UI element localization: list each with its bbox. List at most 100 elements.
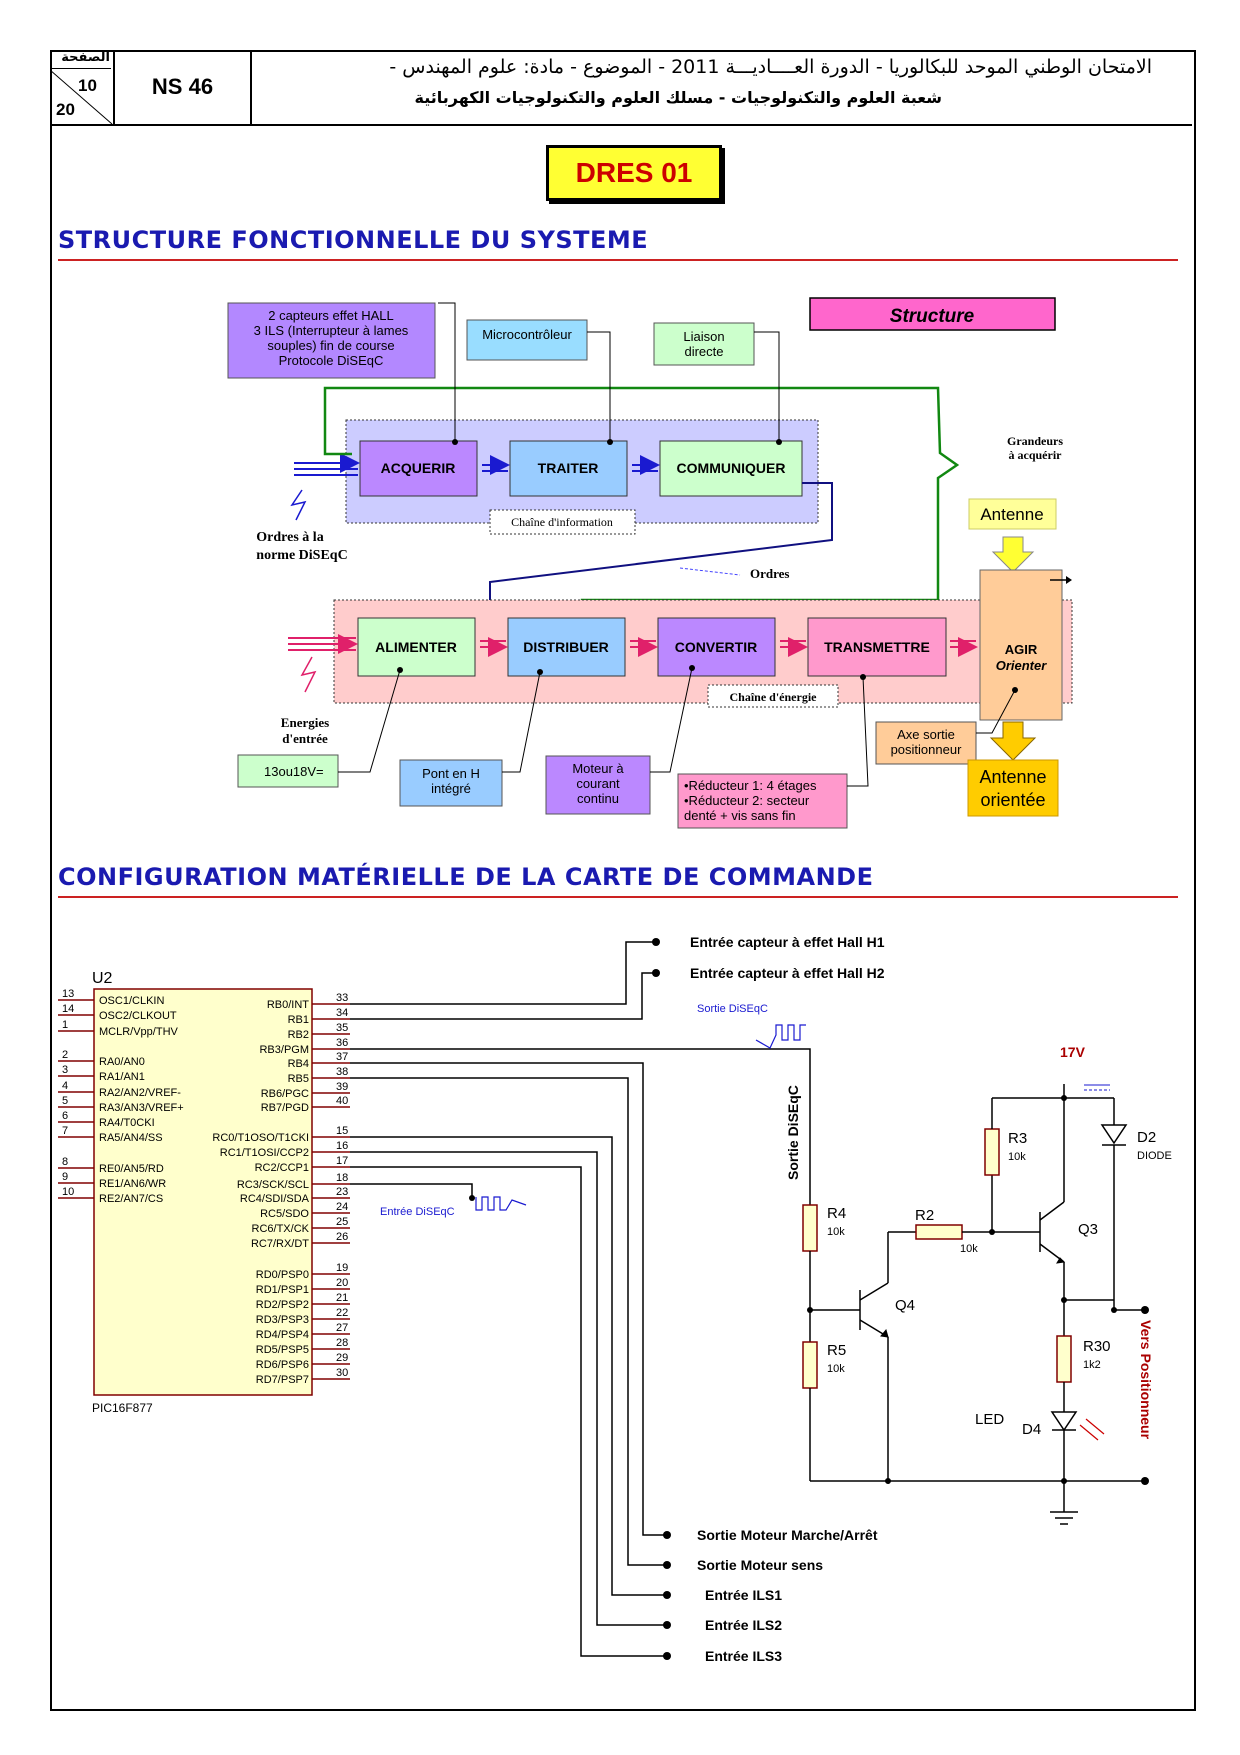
pin-name: RA3/AN3/VREF+ (99, 1102, 184, 1114)
note-liaison-line: Liaison (683, 329, 724, 344)
structure-label: Structure (890, 306, 975, 327)
block-agir (979, 569, 1063, 721)
block-traiter (509, 440, 628, 497)
exam-code: NS 46 (115, 50, 252, 124)
block-alimenter (357, 617, 476, 677)
antenne-orientee-box (967, 759, 1059, 817)
pin-number: 24 (336, 1201, 348, 1213)
pin-name: RA1/AN1 (99, 1071, 145, 1083)
sortie-diseqc-signal (755, 1024, 806, 1049)
pin-name: RA4/T0CKI (99, 1117, 155, 1129)
page-num: 10 (78, 76, 97, 95)
pin-name: RC1/T1OSI/CCP2 (220, 1147, 309, 1159)
block-transmettre-label: TRANSMETTRE (824, 639, 930, 655)
note-micro-text: Microcontrôleur (482, 327, 572, 342)
pin-number: 21 (336, 1292, 348, 1304)
pin-number: 2 (62, 1049, 68, 1061)
right-pins: 33RB0/INT34RB135RB236RB3/PGM37RB438RB539… (212, 992, 350, 1386)
pin-name: RD3/PSP3 (256, 1314, 309, 1326)
out-moteur-sens: Sortie Moteur sens (697, 1557, 823, 1573)
block-convertir-label: CONVERTIR (675, 639, 757, 655)
note-reducteur-line: •Réducteur 2: secteur (684, 793, 810, 808)
page-word: الصفحة (61, 50, 110, 65)
pin-name: RE2/AN7/CS (99, 1193, 163, 1205)
block-transmettre (807, 617, 947, 677)
section-title-config: CONFIGURATION MATÉRIELLE DE LA CARTE DE … (58, 863, 874, 891)
pin-name: RE1/AN6/WR (99, 1178, 166, 1190)
note-axe (875, 721, 977, 765)
pin-number: 25 (336, 1216, 348, 1228)
info-chain-label-box (489, 509, 636, 535)
header: الصفحة 10 20 NS 46 الامتحان الوطني الموح… (50, 50, 1192, 126)
entree-diseqc-signal (475, 1196, 527, 1211)
antenne-orientee-label: Antenne (979, 767, 1046, 787)
note-axe-line: positionneur (891, 742, 962, 757)
energies-label: Energies (281, 715, 329, 730)
r5-value: 10k (827, 1363, 845, 1375)
pin-number: 20 (336, 1277, 348, 1289)
pin-number: 40 (336, 1095, 348, 1107)
pin-number: 3 (62, 1064, 68, 1076)
block-agir-label: AGIR (1005, 642, 1038, 657)
pin-number: 18 (336, 1172, 348, 1184)
pin-name: RD2/PSP2 (256, 1299, 309, 1311)
header-line-2: شعبة العلوم والتكنولوجيات - مسلك العلوم … (414, 88, 943, 107)
energy-chain-label: Chaîne d'énergie (730, 690, 818, 704)
note-liaison (653, 322, 755, 366)
pin-name: RC2/CCP1 (255, 1162, 309, 1174)
pin-name: RB0/INT (267, 999, 309, 1011)
r4-value: 10k (827, 1226, 845, 1238)
ordres-norme-label: norme DiSEqC (256, 548, 347, 563)
page-frame (50, 50, 1196, 1711)
chip-label: PIC16F877 (92, 1401, 153, 1415)
section-rule (58, 896, 1178, 898)
pin-number: 30 (336, 1367, 348, 1379)
dres-badge: DRES 01 (546, 145, 722, 201)
q4-label: Q4 (895, 1297, 915, 1314)
note-moteur-line: continu (577, 791, 619, 806)
sortie-diseqc-vertical: Sortie DiSEqC (785, 1085, 801, 1180)
r2-value: 10k (960, 1243, 978, 1255)
pin-name: RD6/PSP6 (256, 1359, 309, 1371)
note-sensors-line: souples) fin de course (267, 338, 394, 353)
block-traiter-label: TRAITER (538, 460, 599, 476)
pin-number: 13 (62, 988, 74, 1000)
pin-number: 26 (336, 1231, 348, 1243)
out-ils2: Entrée ILS2 (705, 1617, 782, 1633)
pin-name: RA2/AN2/VREF- (99, 1087, 181, 1099)
pin-number: 34 (336, 1007, 348, 1019)
note-reducteur-line: denté + vis sans fin (684, 808, 796, 823)
pin-name: RB2 (288, 1029, 309, 1041)
note-moteur-line: courant (576, 776, 620, 791)
pin-number: 23 (336, 1186, 348, 1198)
block-distribuer (507, 617, 626, 677)
pin-name: OSC2/CLKOUT (99, 1010, 177, 1022)
pin-number: 4 (62, 1080, 68, 1092)
pin-number: 37 (336, 1051, 348, 1063)
pin-number: 8 (62, 1156, 68, 1168)
ordres-norme-label: Ordres à la (256, 530, 323, 545)
note-13v (237, 754, 339, 788)
pin-number: 28 (336, 1337, 348, 1349)
pin-name: RD1/PSP1 (256, 1284, 309, 1296)
note-moteur (545, 755, 651, 815)
out-ils1: Entrée ILS1 (705, 1587, 782, 1603)
note-reducteur-line: •Réducteur 1: 4 étages (684, 778, 817, 793)
note-sensors-line: Protocole DiSEqC (279, 353, 384, 368)
pin-number: 27 (336, 1322, 348, 1334)
pin-number: 1 (62, 1019, 68, 1031)
r30-label: R30 (1083, 1338, 1111, 1355)
pin-number: 10 (62, 1186, 74, 1198)
pin-number: 38 (336, 1066, 348, 1078)
pin-name: RD0/PSP0 (256, 1269, 309, 1281)
pin-name: RA0/AN0 (99, 1056, 145, 1068)
pin-name: RE0/AN5/RD (99, 1163, 164, 1175)
pin-name: RD5/PSP5 (256, 1344, 309, 1356)
pin-name: RC0/T1OSO/T1CKI (212, 1132, 309, 1144)
pin-name: MCLR/Vpp/THV (99, 1026, 179, 1038)
note-sensors-line: 2 capteurs effet HALL (268, 308, 394, 323)
pic-chip (93, 988, 313, 1396)
antenne-orientee-label: orientée (980, 790, 1045, 810)
block-acquerir-label: ACQUERIR (381, 460, 456, 476)
